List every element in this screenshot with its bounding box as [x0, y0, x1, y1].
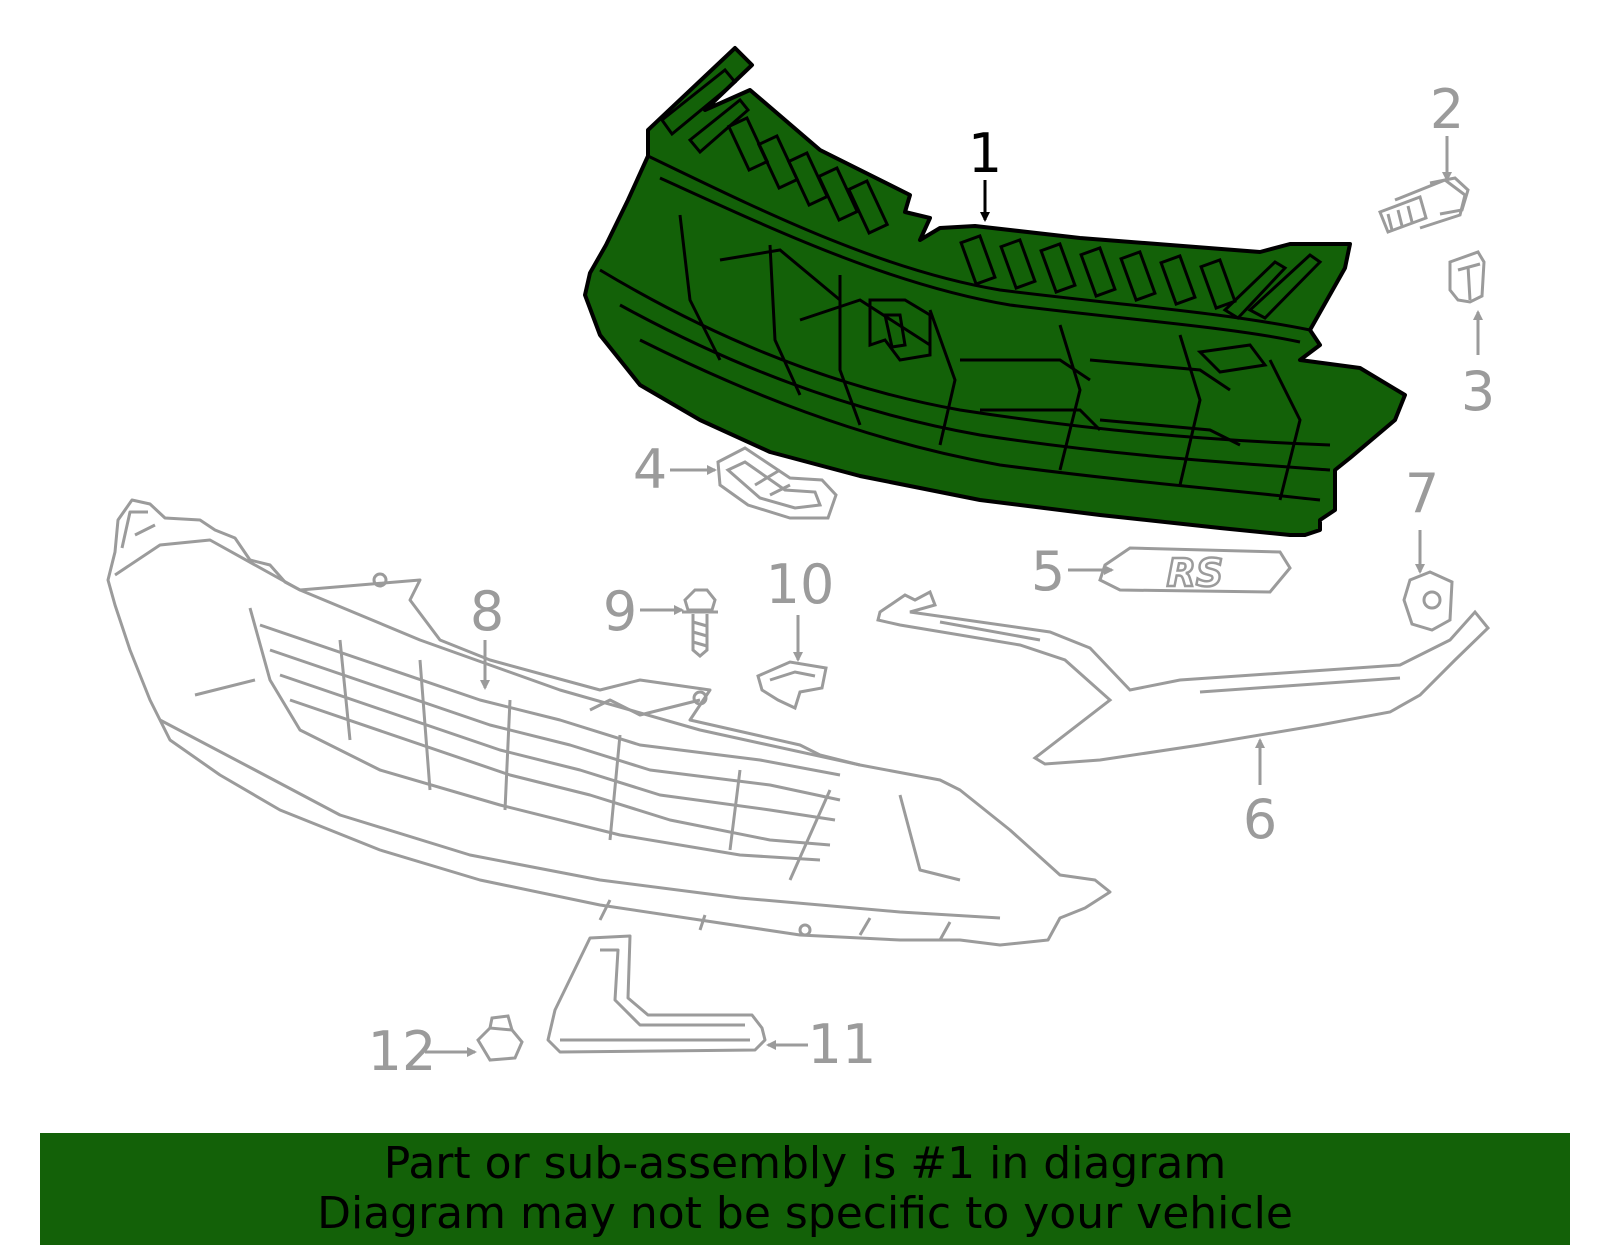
callout-labels: 1 2 3 4 5 6 7 8 9 10 11 12: [368, 78, 1496, 1083]
part-8-lower-grille[interactable]: [106, 498, 1112, 947]
callout-3[interactable]: 3: [1461, 360, 1495, 423]
callout-5[interactable]: 5: [1031, 540, 1065, 603]
part-11-lower-bracket[interactable]: [546, 934, 767, 1054]
part-1-upper-grille[interactable]: [583, 46, 1407, 537]
banner-line-1: Part or sub-assembly is #1 in diagram: [383, 1138, 1227, 1189]
callout-8[interactable]: 8: [470, 580, 504, 643]
callout-2[interactable]: 2: [1430, 78, 1464, 141]
part-3-clip[interactable]: [1448, 250, 1486, 304]
part-6-trim-molding[interactable]: [876, 589, 1491, 766]
callout-11[interactable]: 11: [808, 1013, 877, 1076]
callout-10[interactable]: 10: [766, 553, 835, 616]
callout-7[interactable]: 7: [1405, 462, 1439, 525]
part-7-cap[interactable]: [1402, 570, 1454, 632]
part-2-bolt[interactable]: [1378, 176, 1470, 234]
emblem-rs-text: RS: [1167, 551, 1224, 595]
part-12-nut[interactable]: [476, 1014, 524, 1062]
part-5-rs-emblem[interactable]: RS: [1098, 546, 1292, 596]
callout-12[interactable]: 12: [368, 1020, 437, 1083]
part-10-retainer[interactable]: [756, 660, 828, 711]
callout-9[interactable]: 9: [603, 580, 637, 643]
info-banner: Part or sub-assembly is #1 in diagram Di…: [40, 1133, 1570, 1245]
leader-arrows: [425, 136, 1483, 1057]
callout-6[interactable]: 6: [1243, 788, 1277, 851]
part-4-bracket[interactable]: [716, 446, 838, 520]
part-9-bolt[interactable]: [682, 588, 718, 658]
callout-4[interactable]: 4: [633, 438, 667, 501]
callout-1[interactable]: 1: [968, 122, 1002, 185]
banner-line-2: Diagram may not be specific to your vehi…: [317, 1188, 1293, 1239]
